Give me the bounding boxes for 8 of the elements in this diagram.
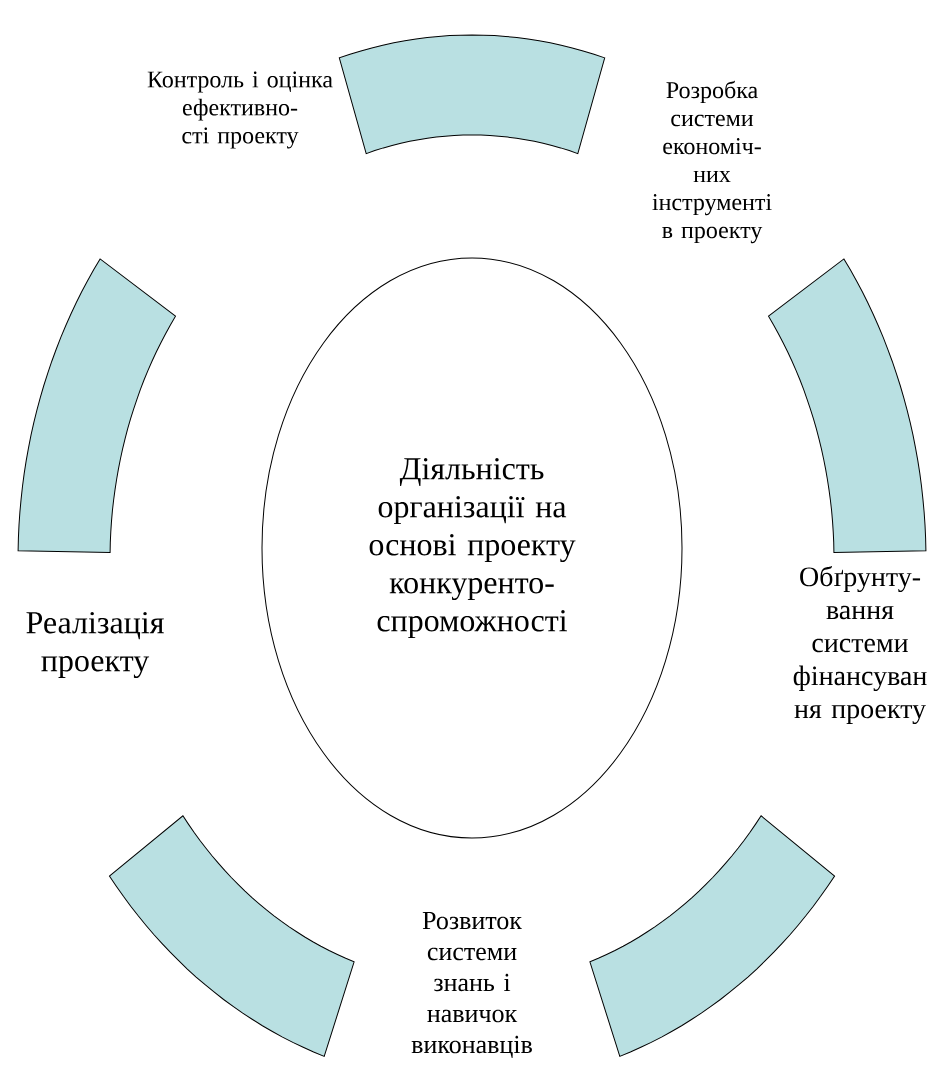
arc-segment bbox=[768, 258, 927, 554]
ring-label: Розвиток системи знань і навичок виконавців bbox=[411, 912, 532, 1059]
arc-segment bbox=[338, 34, 606, 155]
arc-segment bbox=[589, 815, 836, 1057]
ring-label: Реалізація проекту bbox=[26, 611, 164, 679]
arc-segment bbox=[108, 815, 355, 1057]
arc-segment bbox=[17, 258, 176, 554]
ring-label: Розробка системи економіч- них інструменті в проекту bbox=[652, 80, 772, 244]
